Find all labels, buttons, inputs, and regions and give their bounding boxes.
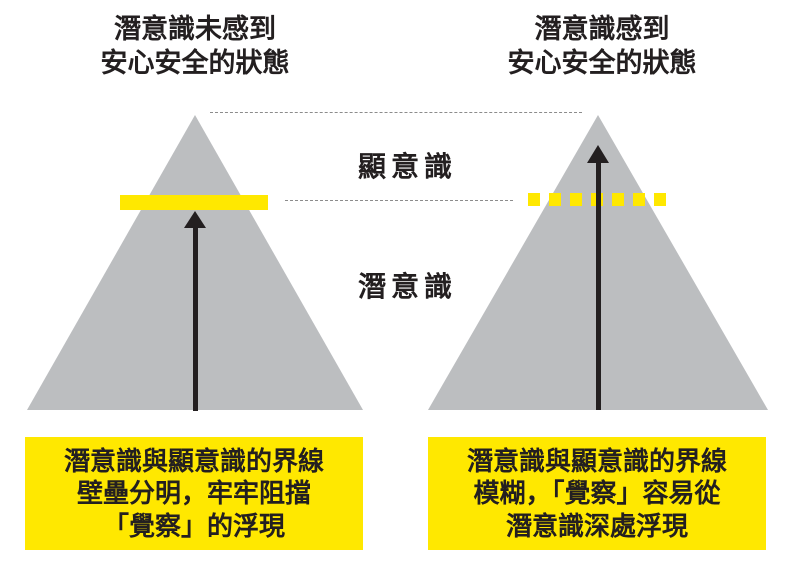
subconscious-layer-label: 潛意識 xyxy=(357,271,457,302)
left-state-title-line2: 安心安全的狀態 xyxy=(100,48,290,78)
right-state-title-line2: 安心安全的狀態 xyxy=(507,48,697,78)
apex-guide-dashed-line xyxy=(210,112,582,113)
left-state-title-line1: 潛意識未感到 xyxy=(114,14,276,44)
right-caption-line3: 潛意識深處浮現 xyxy=(505,510,688,541)
left-state-title: 潛意識未感到 安心安全的狀態 xyxy=(45,12,345,80)
right-caption-box: 潛意識與顯意識的界線 模糊，「覺察」容易從 潛意識深處浮現 xyxy=(428,437,766,550)
solid-yellow-boundary-bar xyxy=(120,195,268,210)
left-caption-line3: 「覺察」的浮現 xyxy=(102,510,285,541)
left-caption-line2: 壁壘分明，牢牢阻擋 xyxy=(76,478,311,509)
boundary-guide-dashed-line xyxy=(285,200,513,201)
right-state-title-line1: 潛意識感到 xyxy=(534,14,670,44)
right-caption-line2: 模糊，「覺察」容易從 xyxy=(473,478,721,509)
conscious-layer-label: 顯意識 xyxy=(357,151,457,182)
left-up-arrow-icon xyxy=(184,211,206,228)
right-up-arrow-shaft xyxy=(596,160,601,410)
left-caption-box: 潛意識與顯意識的界線 壁壘分明，牢牢阻擋 「覺察」的浮現 xyxy=(25,437,363,550)
right-state-title: 潛意識感到 安心安全的狀態 xyxy=(452,12,752,80)
dashed-yellow-boundary-bar xyxy=(528,193,675,206)
right-up-arrow-icon xyxy=(587,145,609,163)
left-caption-line1: 潛意識與顯意識的界線 xyxy=(63,445,324,476)
left-up-arrow-shaft xyxy=(193,226,198,411)
right-caption-line1: 潛意識與顯意識的界線 xyxy=(466,445,727,476)
